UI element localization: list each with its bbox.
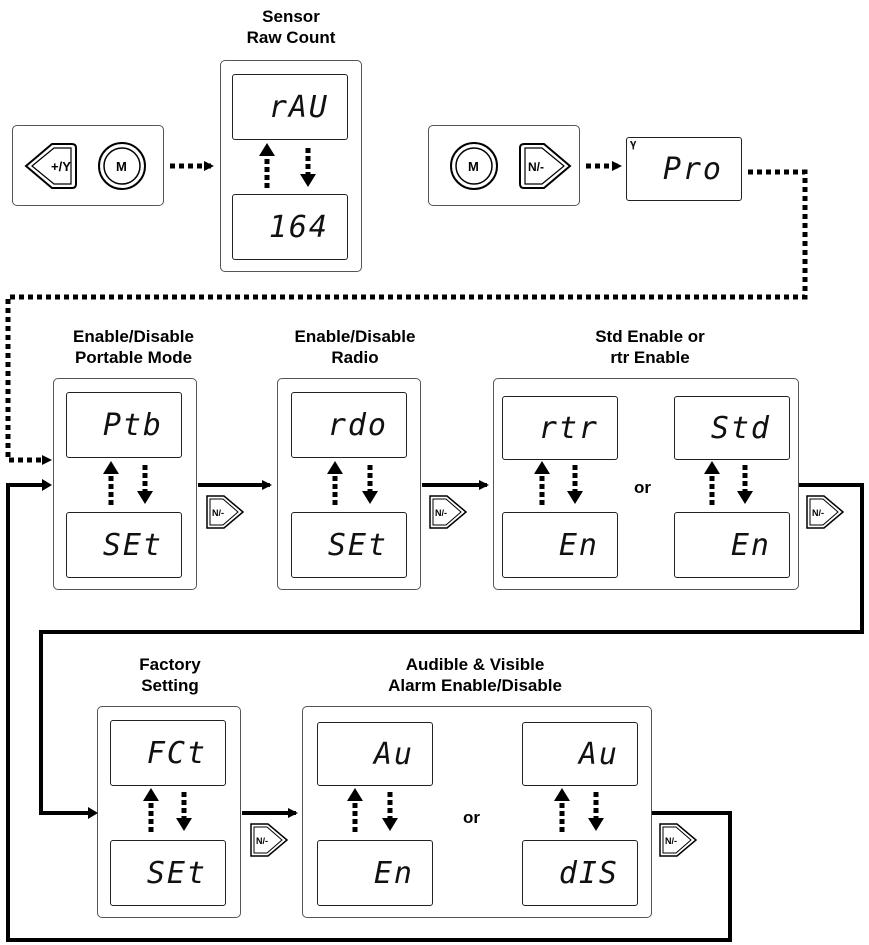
display-au-1: Au [317,722,433,786]
menu-label-left: M [116,159,127,174]
display-rtr-en: En [502,512,618,578]
next-button-icon-1 [206,495,245,529]
dotted-path-arrowhead [42,455,52,465]
display-rdo: rdo [291,392,407,458]
scroll-arrows-au-en [347,788,398,832]
display-raw-bottom: 164 [232,194,348,260]
next-label-5: N/- [665,836,677,846]
menu-button-icon-left [98,142,146,190]
display-ptb-set: SEt [66,512,182,578]
display-au-2-dis: dIS [522,840,638,906]
display-std: Std [674,396,790,460]
title-sensor-raw-count: Sensor Raw Count [246,7,336,47]
antenna-icon: 𝛄 [630,138,637,150]
path-std-to-factory [39,483,864,815]
next-button-icon-3 [806,495,845,529]
or-label-alarm: or [463,808,480,827]
arrowhead-factory [88,807,98,819]
display-std-en: En [674,512,790,578]
scroll-arrows-factory [143,788,192,832]
next-button-icon-2 [429,495,468,529]
arrowhead-loop-back [42,479,52,491]
scroll-arrows-std [704,461,753,505]
display-pro: Pro [626,137,742,201]
display-rtr: rtr [502,396,618,460]
menu-label-right: M [468,159,479,174]
next-label-panel: N/- [528,160,544,174]
menu-button-icon-right [450,142,498,190]
next-label-1: N/- [212,508,224,518]
scroll-arrows-portable [103,461,153,505]
display-au-2: Au [522,722,638,786]
scroll-arrows-au-dis [554,788,604,832]
plus-y-label: +/Y [51,159,71,174]
scroll-arrows-rtr [534,461,583,505]
or-label-std: or [634,478,651,497]
title-factory-setting: Factory Setting [139,655,201,695]
title-std-rtr: Std Enable or rtr Enable [595,327,705,367]
next-label-3: N/- [812,508,824,518]
next-button-icon-5 [659,823,698,857]
display-fct: FCt [110,720,226,786]
scroll-arrows-sensor [259,143,316,188]
title-portable-mode: Enable/Disable Portable Mode [73,327,194,367]
scroll-arrows-radio [327,461,378,505]
display-rdo-set: SEt [291,512,407,578]
next-label-2: N/- [435,508,447,518]
next-button-icon-panel [519,143,572,189]
title-alarm: Audible & Visible Alarm Enable/Disable [388,655,562,695]
display-raw-top: rAU [232,74,348,140]
display-au-1-en: En [317,840,433,906]
dotted-path-pro-to-portable [5,169,808,463]
path-alarm-loop-back [6,483,732,942]
title-radio: Enable/Disable Radio [294,327,416,367]
display-fct-set: SEt [110,840,226,906]
next-button-icon-4 [250,823,289,857]
display-ptb: Ptb [66,392,182,458]
next-label-4: N/- [256,836,268,846]
plus-y-button-icon [24,143,77,189]
